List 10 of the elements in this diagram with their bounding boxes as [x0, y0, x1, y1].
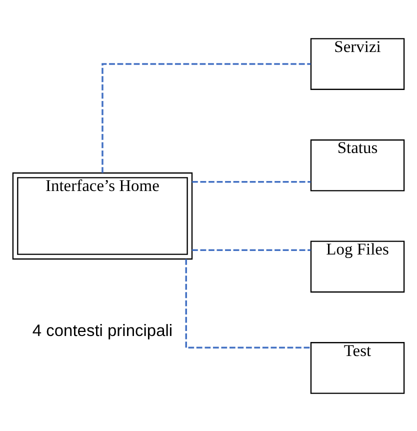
label: 4 contesti principali — [32, 321, 173, 340]
node-box: Log Files — [310, 240, 405, 292]
node-box: Servizi — [310, 38, 405, 90]
connector — [192, 248, 311, 251]
node-box: Interface’s Home — [12, 172, 193, 260]
node-box: Status — [310, 138, 405, 191]
connector — [102, 62, 311, 172]
connector — [192, 180, 311, 182]
connector — [185, 258, 311, 348]
node-box: Test — [310, 342, 405, 394]
